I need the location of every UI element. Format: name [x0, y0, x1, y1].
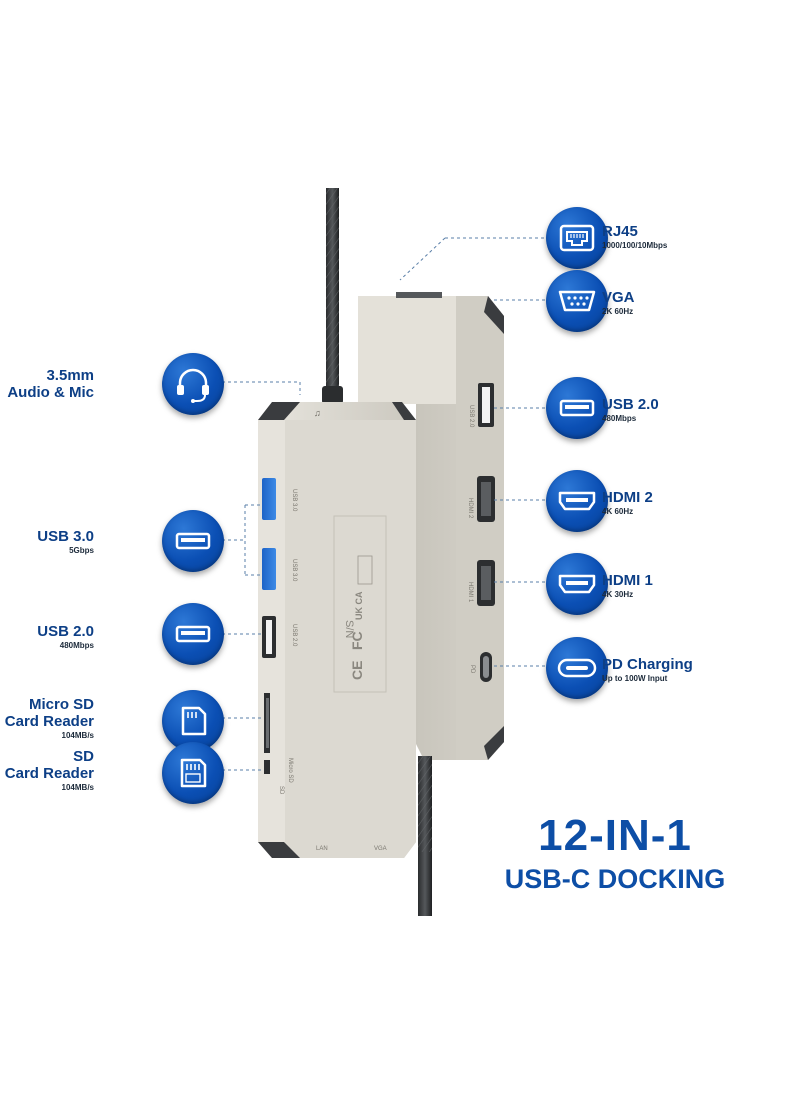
- svg-text:Micro SD: Micro SD: [287, 758, 293, 783]
- feature-title: SD: [73, 748, 94, 765]
- svg-text:♫: ♫: [314, 408, 321, 418]
- usb-port-icon: [546, 377, 608, 439]
- svg-text:USB 2.0: USB 2.0: [291, 624, 297, 647]
- feature-title: RJ45: [602, 223, 638, 240]
- hdmi-port-icon: [546, 470, 608, 532]
- ce-mark: CE: [349, 661, 365, 680]
- feature-title-line2: Card Reader: [4, 765, 94, 782]
- usb-port-icon: [162, 510, 224, 572]
- svg-text:PD: PD: [469, 665, 475, 674]
- top-cable: [322, 188, 343, 404]
- feature-subtitle: 104MB/s: [61, 731, 94, 740]
- front-unit: S/N CE FC UK CA USB 3.0 USB 3.0 USB 2.0 …: [258, 402, 416, 858]
- feature-title: USB 2.0: [602, 396, 659, 413]
- feature-subtitle: 1000/100/10Mbps: [602, 241, 668, 250]
- feature-subtitle: Up to 100W Input: [602, 674, 668, 683]
- feature-subtitle: 480Mbps: [602, 414, 637, 423]
- product-headline: 12-IN-1 USB-C DOCKING: [470, 812, 760, 896]
- svg-text:HDMI 1: HDMI 1: [467, 582, 473, 603]
- svg-text:HDMI 2: HDMI 2: [467, 498, 473, 519]
- hdmi-port-icon: [546, 553, 608, 615]
- feature-title: HDMI 2: [602, 489, 653, 506]
- lan-label: LAN: [316, 846, 328, 852]
- vga-port-icon: [546, 270, 608, 332]
- feature-subtitle: 480Mbps: [59, 641, 94, 650]
- svg-text:USB 3.0: USB 3.0: [291, 489, 297, 512]
- headline-subtitle: USB-C DOCKING: [504, 864, 726, 894]
- feature-title: VGA: [602, 289, 635, 306]
- feature-title: Micro SD: [28, 696, 94, 713]
- feature-title-line2: Card Reader: [4, 713, 94, 730]
- sd-card-icon: [162, 742, 224, 804]
- ukca-mark: UK CA: [354, 591, 364, 620]
- back-unit: USB 2.0 HDMI 2 HDMI 1 PD: [358, 292, 504, 760]
- sn-label: S/N: [343, 620, 355, 638]
- feature-subtitle: 5Gbps: [69, 546, 94, 555]
- svg-text:USB 2.0: USB 2.0: [468, 405, 474, 428]
- feature-title: USB 2.0: [37, 623, 94, 640]
- svg-text:SD: SD: [278, 786, 284, 795]
- feature-subtitle: 2K 60Hz: [602, 307, 634, 316]
- feature-title: HDMI 1: [602, 572, 653, 589]
- feature-title-line2: Audio & Mic: [7, 384, 94, 401]
- micro-sd-card-icon: [162, 690, 224, 752]
- headline-title: 12-IN-1: [538, 811, 692, 860]
- svg-text:USB 3.0: USB 3.0: [291, 559, 297, 582]
- ethernet-port-icon: [546, 207, 608, 269]
- feature-subtitle: 4K 60Hz: [602, 507, 634, 516]
- feature-title: PD Charging: [602, 656, 693, 673]
- feature-subtitle: 104MB/s: [61, 783, 94, 792]
- fc-mark: FC: [349, 631, 365, 650]
- feature-title: USB 3.0: [37, 528, 94, 545]
- feature-title: 3.5mm: [46, 367, 94, 384]
- headset-icon: [162, 353, 224, 415]
- feature-subtitle: 4K 30Hz: [602, 590, 634, 599]
- callout-lines: [222, 237, 545, 771]
- bottom-cable: [418, 756, 432, 916]
- vga-label: VGA: [374, 846, 387, 852]
- usb-port-icon: [162, 603, 224, 665]
- usb-c-port-icon: [546, 637, 608, 699]
